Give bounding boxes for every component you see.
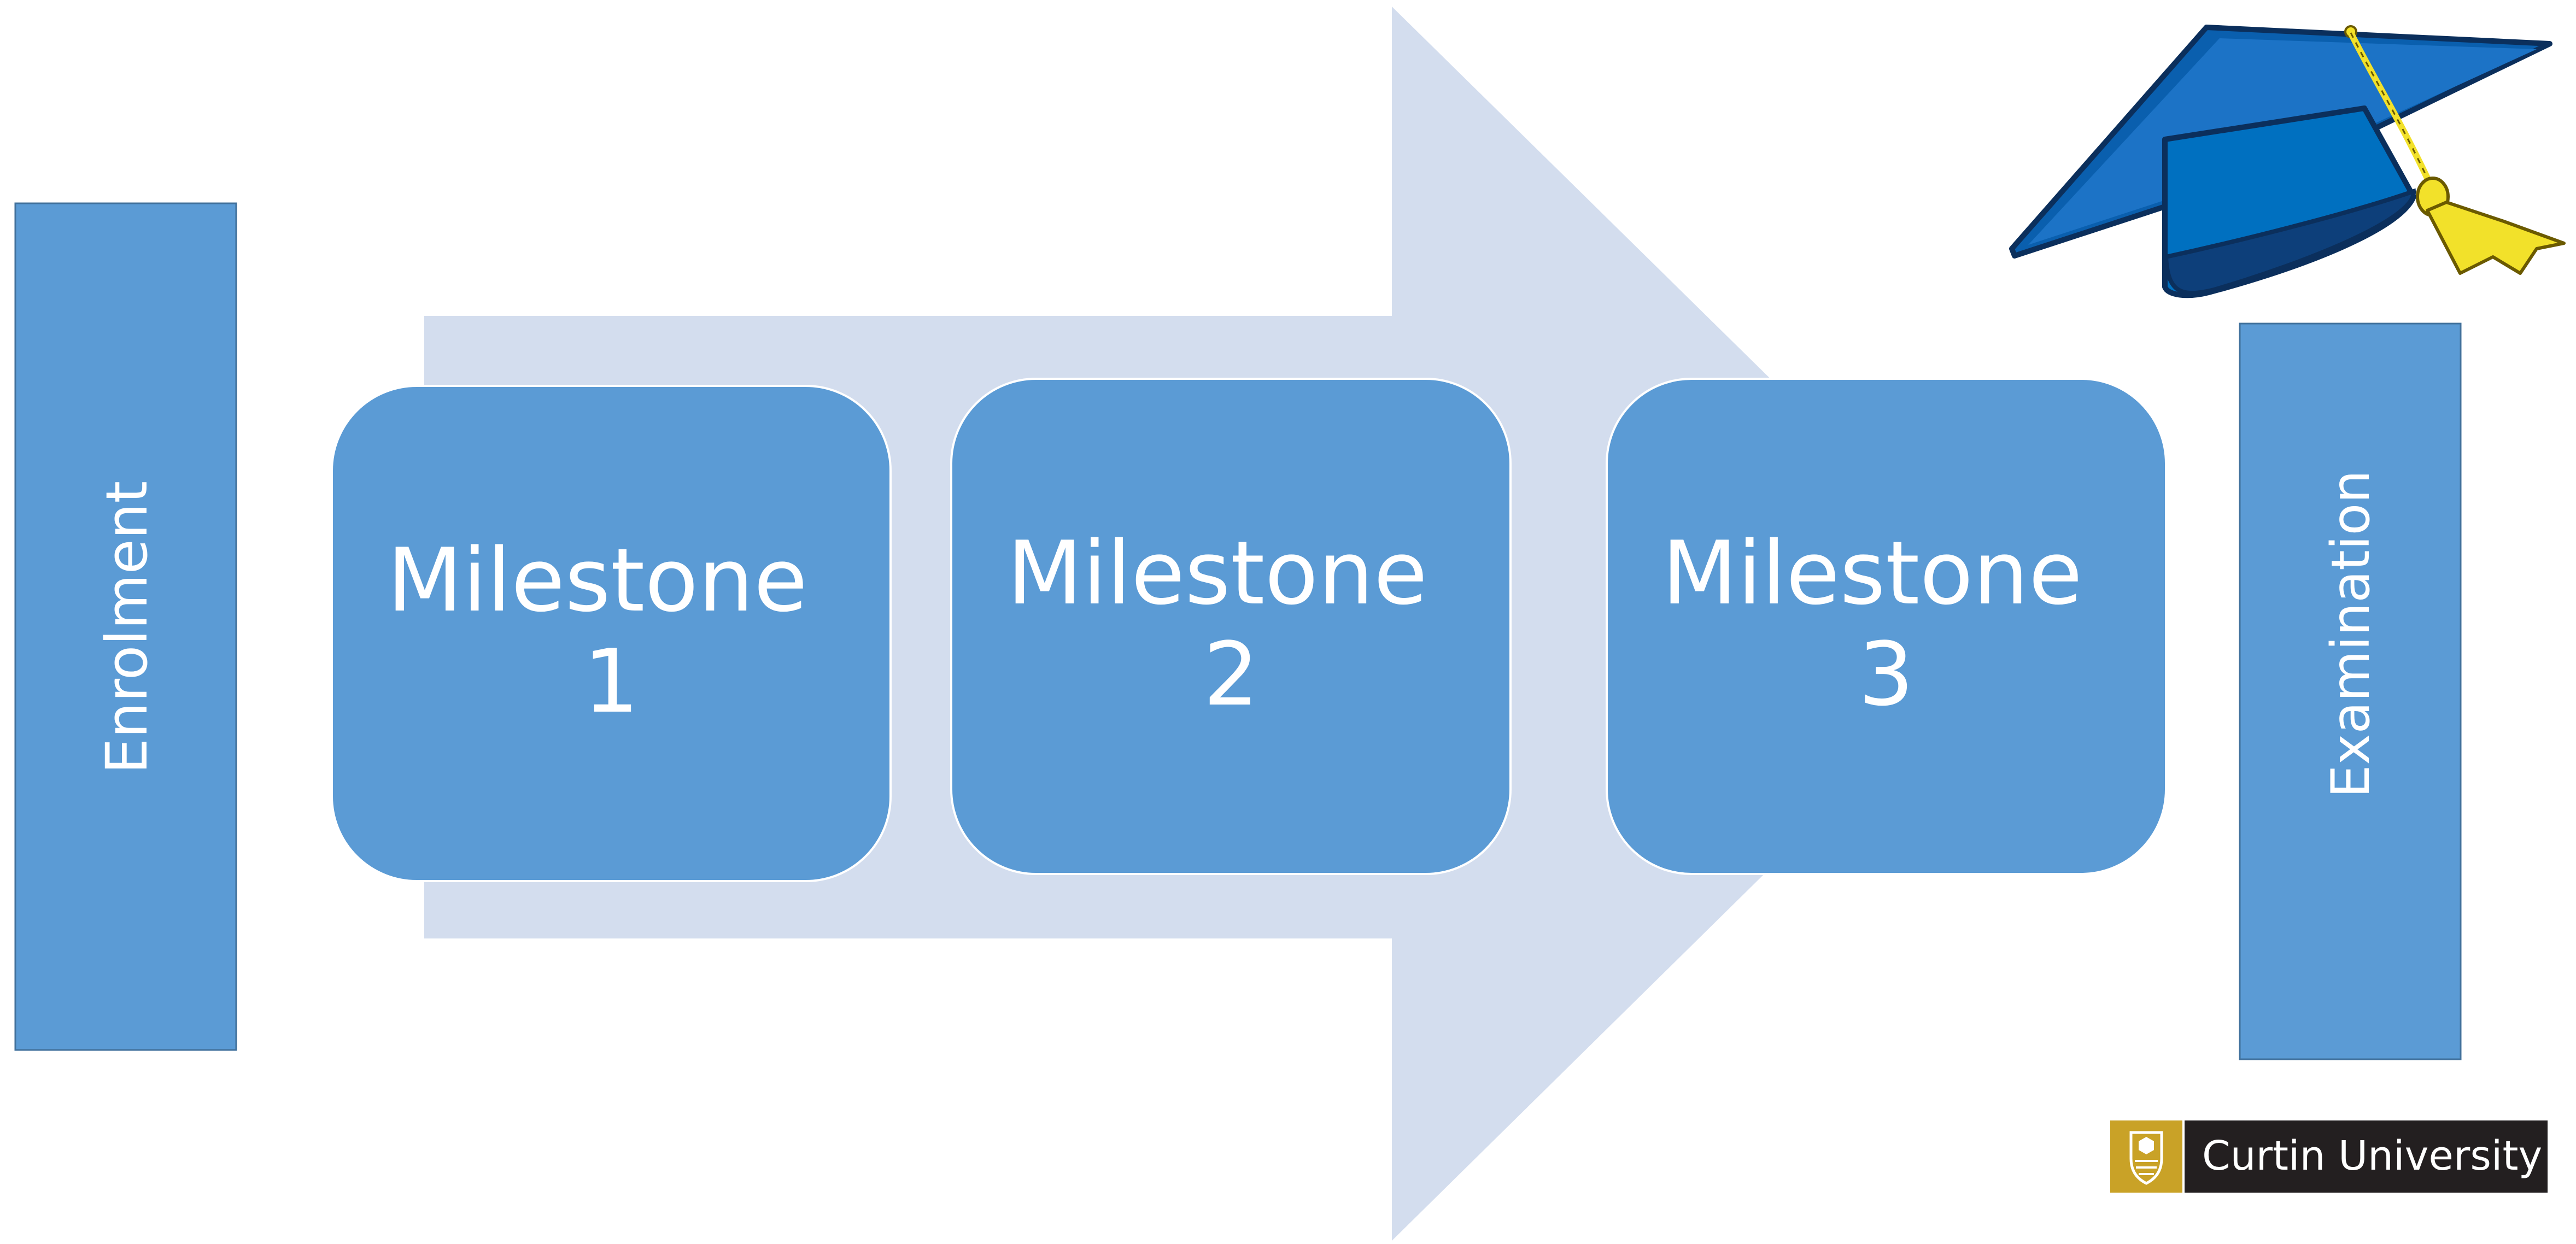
enrolment-box xyxy=(14,202,237,1051)
milestone-1-title: Milestone xyxy=(387,529,807,631)
milestone-1-number: 1 xyxy=(583,630,639,732)
svg-text:Milestone 3: Milestone 3 xyxy=(1662,522,2110,725)
svg-text:Milestone 2: Milestone 2 xyxy=(1007,522,1455,725)
milestone-2-title: Milestone xyxy=(1007,522,1427,624)
curtin-crest-icon xyxy=(2129,1131,2163,1185)
graduation-cap-icon xyxy=(2009,25,2566,298)
milestone-1-box: Milestone 1 xyxy=(331,385,892,882)
milestone-2-number: 2 xyxy=(1203,623,1259,725)
examination-box xyxy=(2239,322,2462,1060)
svg-text:Milestone 1: Milestone 1 xyxy=(387,529,835,732)
milestone-2-box: Milestone 2 xyxy=(950,378,1512,875)
curtin-university-logo: Curtin University xyxy=(2110,1120,2548,1193)
curtin-logo-text: Curtin University xyxy=(2202,1132,2542,1180)
milestone-3-title: Milestone xyxy=(1662,522,2082,624)
milestone-3-box: Milestone 3 xyxy=(1606,378,2167,875)
milestone-3-number: 3 xyxy=(1858,623,1914,725)
examination-label: Examination xyxy=(2320,470,2381,798)
enrolment-label: Enrolment xyxy=(93,481,160,774)
